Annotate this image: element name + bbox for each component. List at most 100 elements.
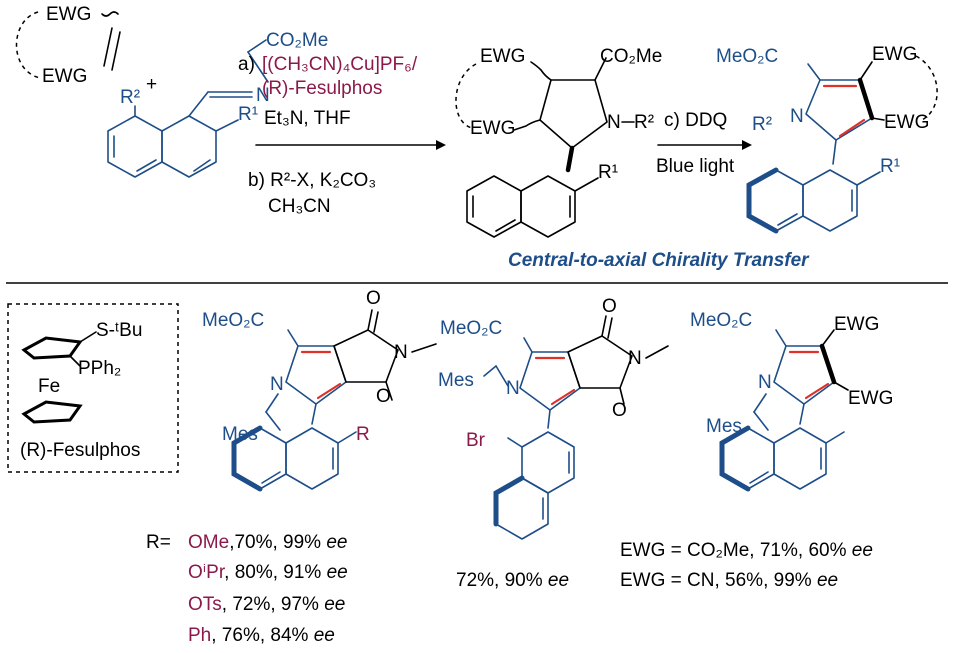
arrow-head-2 xyxy=(742,140,752,150)
alkene-double-bond-2 xyxy=(111,31,121,71)
p1-red-2 xyxy=(316,382,342,400)
p2-meo2c: MeO₂C xyxy=(440,318,502,339)
prod-r1-bond xyxy=(856,171,881,186)
p1-co-1a xyxy=(367,309,373,331)
ester-bond xyxy=(594,57,607,81)
p3-row-2: EWG = CN, 56%, 99% ee xyxy=(620,570,838,591)
p3-row-1: EWG = CO₂Me, 71%, 60% ee xyxy=(620,540,873,561)
biaryl-bond xyxy=(832,139,837,165)
p3-n: N xyxy=(758,372,772,393)
pyrrole-ring xyxy=(805,79,873,141)
p1-ethyl-1 xyxy=(265,393,279,413)
pyrrole-product: MeO₂C EWG EWG N R² R¹ xyxy=(716,44,938,234)
r1-bond xyxy=(215,119,239,132)
p2-o-2: O xyxy=(612,400,627,421)
naphthalene-ring-b xyxy=(161,115,217,178)
wavy-bond-3 xyxy=(513,119,541,131)
n-ch2-bond xyxy=(247,51,269,83)
ewg-bottom-label: EWG xyxy=(42,66,87,87)
p1-row-2: OⁱPr, 80%, 91% ee xyxy=(188,562,348,583)
cond-a-catalyst: [(CH₃CN)₄Cu]PF₆/ xyxy=(262,54,418,75)
cond-b: b) R²-X, K₂CO₃ xyxy=(248,170,376,191)
p3-ethyl-1 xyxy=(753,393,767,413)
p1-bold-edge xyxy=(231,425,263,492)
wedge-bond xyxy=(565,145,575,173)
p1-co-1b xyxy=(373,311,379,333)
int-r1-bond xyxy=(574,177,599,192)
p1-inner-2 xyxy=(261,471,281,484)
r1-label-2: R¹ xyxy=(598,162,618,183)
product-2: MeO₂C Br O O N N Mes Br 72%, 90% ee xyxy=(438,296,669,591)
cond-a-base: Et₃N, THF xyxy=(264,108,351,129)
p3-bold-bond xyxy=(819,343,837,385)
p3-ethyl-2 xyxy=(753,411,769,431)
naphthalene-ring-a xyxy=(107,115,163,178)
fe-label: Fe xyxy=(38,376,60,397)
p1-r-bond xyxy=(337,431,357,444)
prod-inner-2 xyxy=(777,213,798,226)
ligand-name: (R)-Fesulphos xyxy=(20,440,140,461)
p2-ester-bond xyxy=(523,337,533,353)
ewg-label-1: EWG xyxy=(480,46,525,67)
p3-ewg-bond-1 xyxy=(821,329,835,347)
p1-imide-ring xyxy=(333,329,399,383)
bold-bond xyxy=(857,77,875,121)
p2-imide-ring xyxy=(567,335,633,389)
p2-co-1a xyxy=(601,315,607,337)
pyrrolidine-n: N xyxy=(607,112,621,133)
p1-imide-n: N xyxy=(394,342,408,363)
p1-n: N xyxy=(270,374,284,395)
alkene-double-bond-1 xyxy=(103,27,113,67)
p3-naph-a xyxy=(773,427,827,490)
p1-ester-bond xyxy=(287,329,299,347)
s-bond xyxy=(79,331,97,343)
p3-meo2c: MeO₂C xyxy=(690,310,752,331)
p3-ewg-2: EWG xyxy=(848,388,893,409)
p3-ester-bond xyxy=(775,329,787,347)
alkene-reactant: EWG EWG xyxy=(15,4,121,87)
ring-dashed-arc-3 xyxy=(915,55,938,121)
p1-row-4: Ph, 76%, 84% ee xyxy=(188,625,335,646)
meo2c-label: MeO₂C xyxy=(716,46,778,67)
p1-r: R xyxy=(356,424,370,445)
p2-imide-n: N xyxy=(628,348,642,369)
p2-n-methyl xyxy=(645,345,669,359)
r2-label-2: R² xyxy=(634,112,654,133)
p2-biaryl xyxy=(547,409,551,429)
cond-a-ligand: (R)-Fesulphos xyxy=(262,78,382,99)
pyrrolidine-intermediate: EWG EWG CO₂Me N R² R¹ xyxy=(455,46,662,238)
ring-dashed-arc xyxy=(15,11,41,79)
p1-mes: Mes xyxy=(222,424,258,445)
s-tbu-label: S-ᵗBu xyxy=(96,320,142,341)
p3-ewg-bond-2 xyxy=(833,381,849,391)
p1-naph-a xyxy=(285,427,339,490)
p2-n: N xyxy=(506,378,520,399)
p1-pyrrole xyxy=(285,345,347,405)
cp-ring-bottom xyxy=(21,400,83,424)
p2-br-bond xyxy=(507,437,523,448)
p3-pyrrole xyxy=(773,345,835,405)
p1-biaryl xyxy=(311,403,317,425)
p2-mes: Mes xyxy=(438,370,474,391)
p2-pyrrole xyxy=(519,351,581,411)
p2-red-2 xyxy=(550,388,576,406)
p1-row-1: OMe,70%, 99% ee xyxy=(188,532,348,553)
r1-label-3: R¹ xyxy=(880,156,900,177)
ligand-box: S-ᵗBu PPh₂ Fe (R)-Fesulphos xyxy=(7,303,179,473)
cond-c-light: Blue light xyxy=(656,156,735,177)
p2-o-1b: O xyxy=(602,296,617,317)
p3-biaryl xyxy=(799,403,805,425)
bold-ring-edge xyxy=(746,167,779,234)
p-bond xyxy=(69,355,81,367)
p2-bold-edge xyxy=(493,475,525,527)
p2-yield: 72%, 90% ee xyxy=(456,570,569,591)
r2-label-3: R² xyxy=(752,114,772,135)
r2-label: R² xyxy=(120,87,140,108)
ewg-label-2: EWG xyxy=(470,118,515,139)
conditions-ab: a) [(CH₃CN)₄Cu]PF₆/ (R)-Fesulphos Et₃N, … xyxy=(238,54,446,217)
p1-ethyl-2 xyxy=(265,411,281,431)
ewg-label-3: EWG xyxy=(872,44,917,65)
p3-ewg-1: EWG xyxy=(834,314,879,335)
ewg-bond-4 xyxy=(871,117,885,121)
int-inner-3 xyxy=(495,219,516,232)
